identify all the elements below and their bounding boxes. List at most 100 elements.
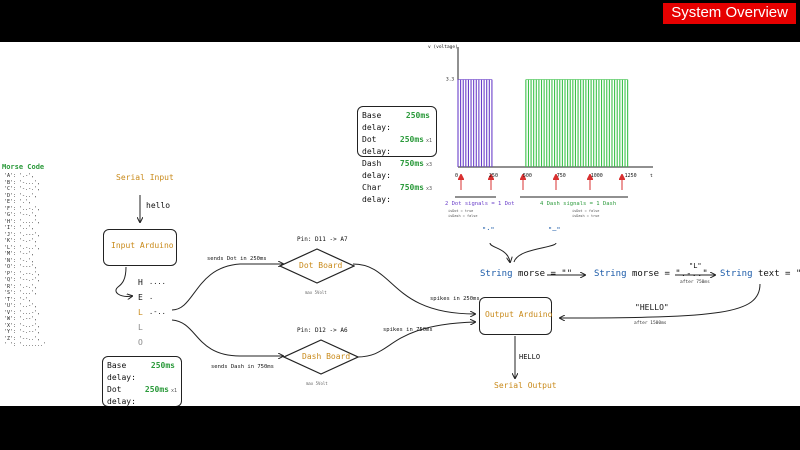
delay-value-group: 250ms [406,110,432,134]
x-axis-label: t (ms) [650,173,655,179]
morse-code-title: Morse Code [2,163,45,171]
delay-value: 250ms [399,135,424,144]
dash-pin-label: Pin: D12 -> A6 [297,327,348,334]
dash-is-dot: isDot = false [572,209,600,213]
morse-code-list: 'A': '.-','B': '-...','C': '-.-.','D': '… [4,173,46,349]
delay-label: Base delay: [362,111,391,132]
morse-entry: 'X': '-..-', [4,322,41,329]
delay-multiplier: x1 [425,138,432,144]
string-value-2: morse = ".-.." [631,269,708,279]
morse-entry: 'L': '.-..', [4,244,41,251]
x-tick-label: 1000 [591,173,603,179]
morse-entry: 'G': '--.', [4,212,38,218]
morse-entry: 'I': '..', [4,225,35,231]
dot-symbol-arrow [489,242,510,262]
y-tick-label: 3.3 [446,77,454,83]
string-value-1: morse = "" [517,269,573,279]
delay-multiplier: x1 [170,388,177,394]
delay-value: 250ms [144,385,169,394]
y-axis-label: v (voltage) [428,44,458,50]
delay-row: Base delay: 250ms [362,110,432,134]
x-tick-label: 1250 [625,173,637,179]
to-dot-board-arrow [171,264,283,311]
delay-value: 750ms [399,183,424,192]
delay-label: Dash delay: [362,159,391,180]
input-arduino-label: Input Arduino [111,241,174,250]
morse-entry: 'D': '-..', [4,192,38,199]
input-arduino-box[interactable]: Input Arduino [103,229,177,266]
morse-entry: ' ': '.......' [4,342,47,348]
delay-label: Dot delay: [107,385,136,406]
dot-board-diamond[interactable] [279,248,355,284]
system-overview-button[interactable]: System Overview [663,3,796,24]
output-arduino-label: Output Arduino [485,310,553,319]
delay-label: Char delay: [362,183,391,204]
string-type-2: String [594,269,627,279]
dot-board-label: Dot Board [299,261,343,270]
x-tick-label: 750 [557,173,566,179]
letter-o: O [138,338,143,347]
morse-entry: 'V': '...-', [4,309,41,316]
delay-multiplier: x3 [425,162,432,168]
delay-value: 250ms [405,111,430,120]
dash-board-diamond[interactable] [283,339,359,375]
morse-entry: 'U': '..-', [4,303,38,309]
dot-pin-label: Pin: D11 -> A7 [297,236,348,243]
morse-entry: 'H': '....', [4,218,41,225]
output-arduino-box[interactable]: Output Arduino [479,297,552,335]
string-morse-l: String morse = ".-.." [594,269,708,279]
dash-signals-label: 4 Dash signals = 1 Dash [540,201,617,207]
string-value-3: text = "HEL" [757,269,800,279]
morse-entry: 'O': '---', [4,264,38,270]
morse-entry: 'T': '-', [4,296,32,303]
dot-to-output-arrow [352,263,475,314]
dash-send-label: sends Dash in 750ms [211,364,274,370]
morse-entry: 'W': '.--', [4,316,38,322]
output-text: HELLO [519,353,541,361]
dot-board-note: max 5Volt [305,290,327,295]
delay-value: 250ms [150,361,175,370]
to-dash-board-arrow [171,319,283,356]
morse-entry: 'Y': '-.--', [4,329,41,335]
morse-entry: 'R': '.-.', [4,283,38,290]
input-text: hello [146,201,171,210]
dash-spike-label: spikes in 750ms [383,327,433,333]
dash-board-label: Dash Board [302,352,351,361]
bottom-bar [0,406,800,450]
dot-spike-label: spikes in 250ms [430,296,480,302]
morse-entry: 'Z': '--..', [4,335,41,342]
morse-entry: 'A': '.-', [4,173,35,179]
letter-h-code: .... [149,278,166,286]
morse-entry: 'E': '.', [4,199,32,205]
l-quote: "L" [689,262,702,270]
x-tick-label: 500 [523,173,532,179]
dot-send-label: sends Dot in 250ms [207,256,267,262]
morse-entry: 'F': '..-.', [4,205,41,212]
arduino-to-letters-arrow [115,266,132,296]
text-to-output-arrow [560,283,761,318]
letter-l: L [138,323,143,332]
dash-is-dash: isDash = true [572,214,600,218]
letter-l-active: L [138,308,143,317]
morse-entry: 'B': '-...', [4,179,41,186]
dash-to-output-arrow [356,322,475,358]
letter-h: H [138,278,143,287]
x-tick-label: 250 [489,173,498,179]
dash-symbol: "–" [548,226,561,234]
serial-input-label: Serial Input [116,173,174,182]
morse-entry: 'N': '-.', [4,257,35,264]
delay-row: Base delay:250ms [107,360,177,384]
after-1500-label: after 1500ms [634,321,667,326]
letter-l-code: .-.. [149,308,166,316]
